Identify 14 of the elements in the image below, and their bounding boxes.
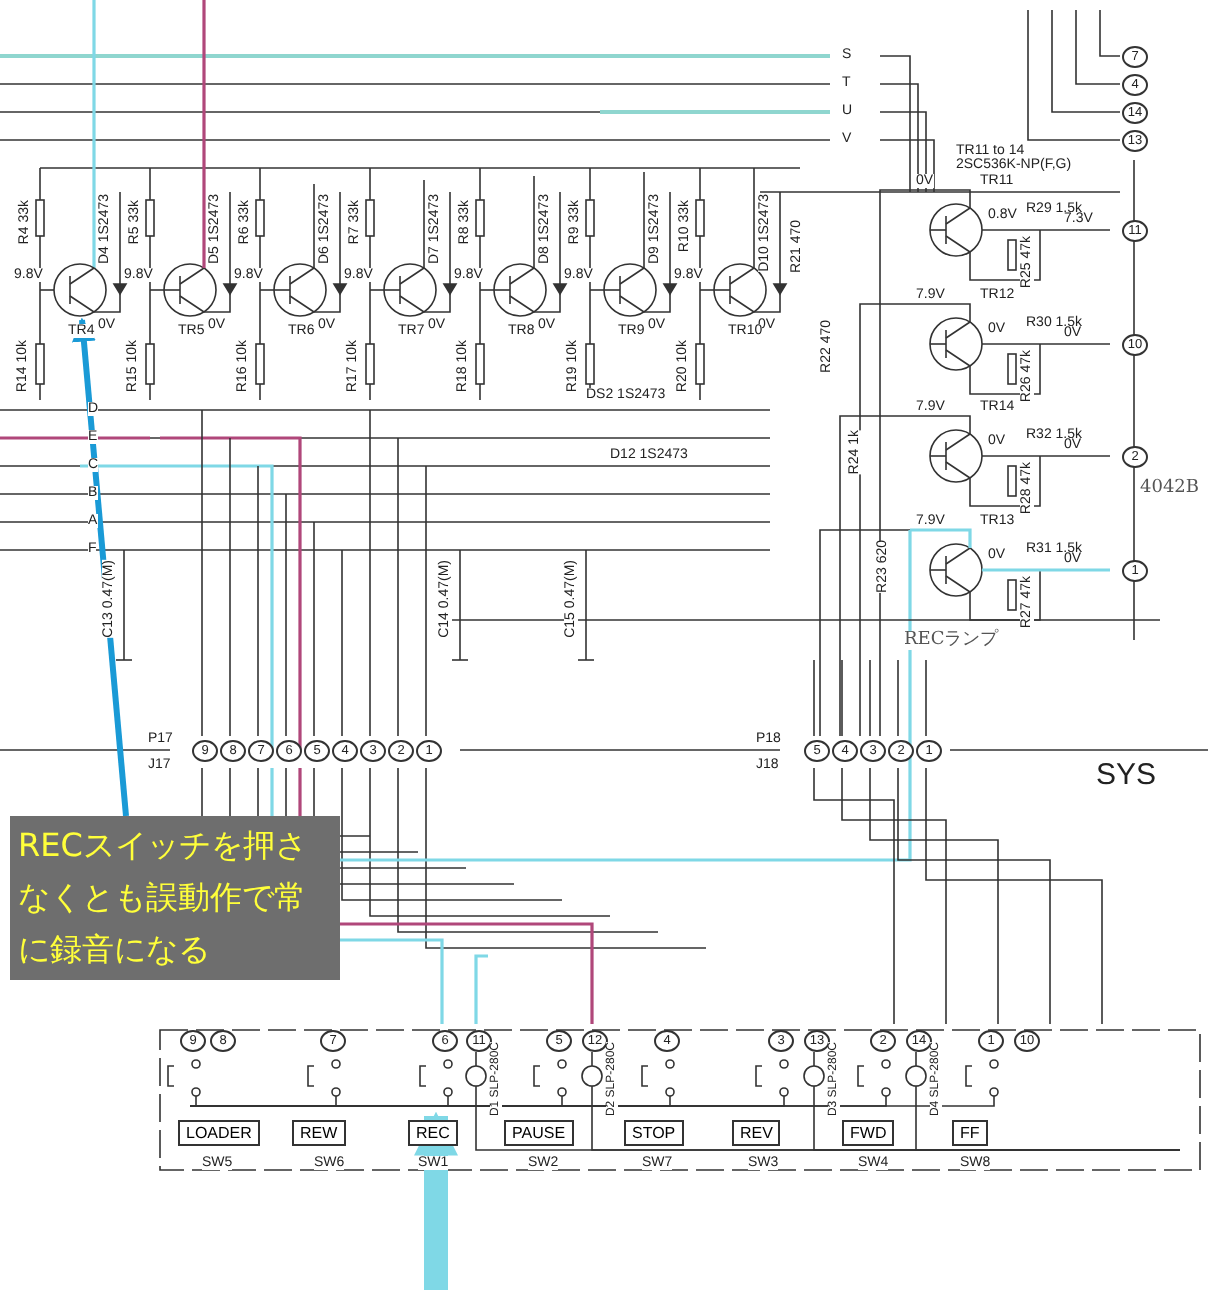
switch-key-label: PAUSE <box>504 1120 574 1146</box>
switch-key-label: REV <box>732 1120 781 1146</box>
callout-note: RECスイッチを押さなくとも誤動作で常に録音になる <box>10 816 340 980</box>
handwritten-note: RECランプ <box>904 632 999 650</box>
switch-key-label: REC <box>408 1120 458 1146</box>
switch-key-label: FF <box>952 1120 988 1146</box>
switch-key-label: LOADER <box>178 1120 260 1146</box>
switch-key-label: REW <box>292 1120 346 1146</box>
switch-key-label: STOP <box>624 1120 684 1146</box>
handwritten-note: 4042B <box>1140 480 1200 498</box>
arrow <box>414 1111 458 1290</box>
component-label: SYS <box>1096 760 1157 790</box>
switch-key-label: FWD <box>842 1120 895 1146</box>
transistor-symbol <box>53 263 107 317</box>
